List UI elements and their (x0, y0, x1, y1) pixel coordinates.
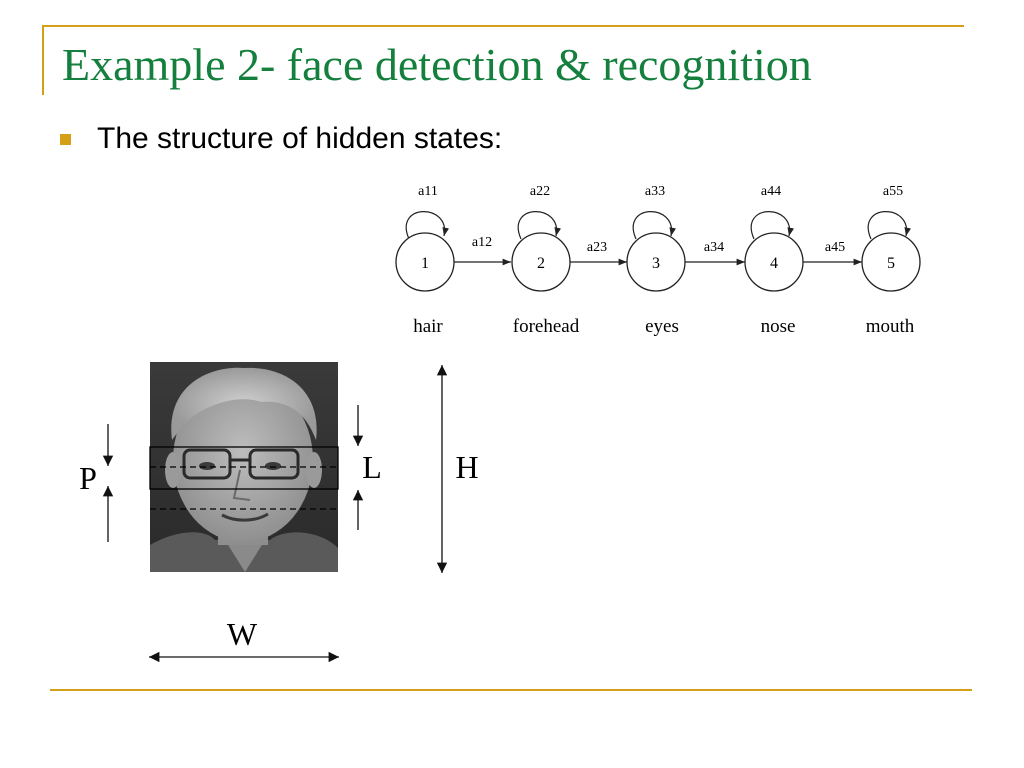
transition-label-a34: a34 (704, 240, 724, 255)
transition-2-3: a23 (570, 240, 627, 266)
label-l: L (362, 449, 382, 485)
dimension-p: P (79, 424, 114, 542)
state-name-nose: nose (761, 316, 796, 337)
self-loop-label-a55: a55 (883, 184, 903, 199)
dimension-l: L (352, 405, 382, 530)
observation-window (149, 446, 339, 510)
self-loop-4: a44 (750, 184, 795, 240)
bullet-item: The structure of hidden states: (60, 122, 502, 156)
state-number: 3 (652, 255, 660, 272)
self-loop-2: a22 (517, 184, 562, 240)
state-number: 4 (770, 255, 778, 272)
dimension-w: W (149, 616, 339, 663)
state-node-2: 2 (511, 232, 571, 292)
left-rule (42, 25, 44, 95)
hmm-chain: a11 a22 a33 a44 a55 a12 a23 a34 (395, 184, 921, 337)
transition-label-a12: a12 (472, 235, 492, 250)
label-h: H (455, 449, 478, 485)
self-loop-3: a33 (632, 184, 677, 240)
label-w: W (227, 616, 258, 652)
slide-title: Example 2- face detection & recognition (62, 39, 812, 90)
transition-label-a23: a23 (587, 240, 607, 255)
self-loop-label-a44: a44 (761, 184, 781, 199)
bullet-text: The structure of hidden states: (97, 122, 503, 155)
state-node-3: 3 (626, 232, 686, 292)
state-name-hair: hair (413, 316, 443, 337)
transition-4-5: a45 (803, 240, 862, 266)
label-p: P (79, 460, 97, 496)
self-loop-5: a55 (867, 184, 912, 240)
self-loop-label-a11: a11 (418, 184, 438, 199)
transition-1-2: a12 (454, 235, 511, 266)
state-number: 5 (887, 255, 895, 272)
state-node-5: 5 (861, 232, 921, 292)
state-node-4: 4 (744, 232, 804, 292)
top-rule (42, 25, 964, 27)
self-loop-1: a11 (405, 184, 450, 240)
state-name-eyes: eyes (645, 316, 679, 337)
dimension-h: H (436, 365, 479, 573)
transition-3-4: a34 (685, 240, 745, 266)
state-name-mouth: mouth (866, 316, 915, 337)
state-name-forehead: forehead (513, 316, 580, 337)
self-loop-label-a33: a33 (645, 184, 665, 199)
self-loop-label-a22: a22 (530, 184, 550, 199)
state-number: 1 (421, 255, 429, 272)
bullet-square-icon (60, 133, 71, 145)
state-number: 2 (537, 255, 545, 272)
bottom-rule (50, 689, 972, 691)
state-node-1: 1 (395, 232, 455, 292)
transition-label-a45: a45 (825, 240, 845, 255)
